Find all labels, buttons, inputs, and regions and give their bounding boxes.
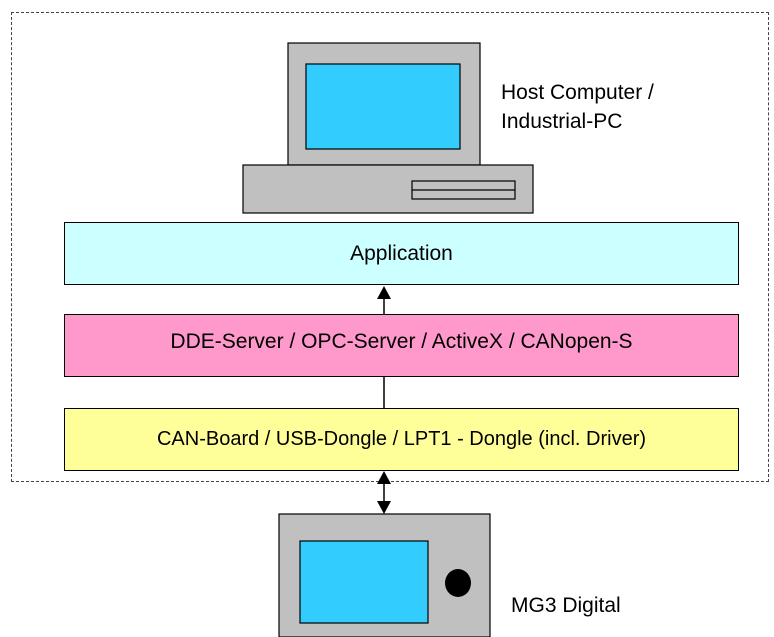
application-layer: Application (64, 222, 739, 285)
interface-layer: CAN-Board / USB-Dongle / LPT1 - Dongle (… (64, 408, 739, 471)
interface-label: CAN-Board / USB-Dongle / LPT1 - Dongle (… (156, 428, 647, 450)
host-label-line-1: Host Computer / (501, 81, 654, 104)
server-label: DDE-Server / OPC-Server / ActiveX / CANo… (170, 330, 633, 353)
host-computer-label: Host Computer / Industrial-PC (501, 78, 741, 136)
device-label: MG3 Digital (511, 594, 621, 617)
host-computer-icon (242, 42, 534, 214)
host-system-boundary (11, 12, 769, 482)
server-layer: DDE-Server / OPC-Server / ActiveX / CANo… (64, 314, 739, 377)
mg3-device-icon (278, 513, 491, 637)
host-label-line-2: Industrial-PC (501, 110, 623, 133)
application-label: Application (350, 241, 453, 265)
